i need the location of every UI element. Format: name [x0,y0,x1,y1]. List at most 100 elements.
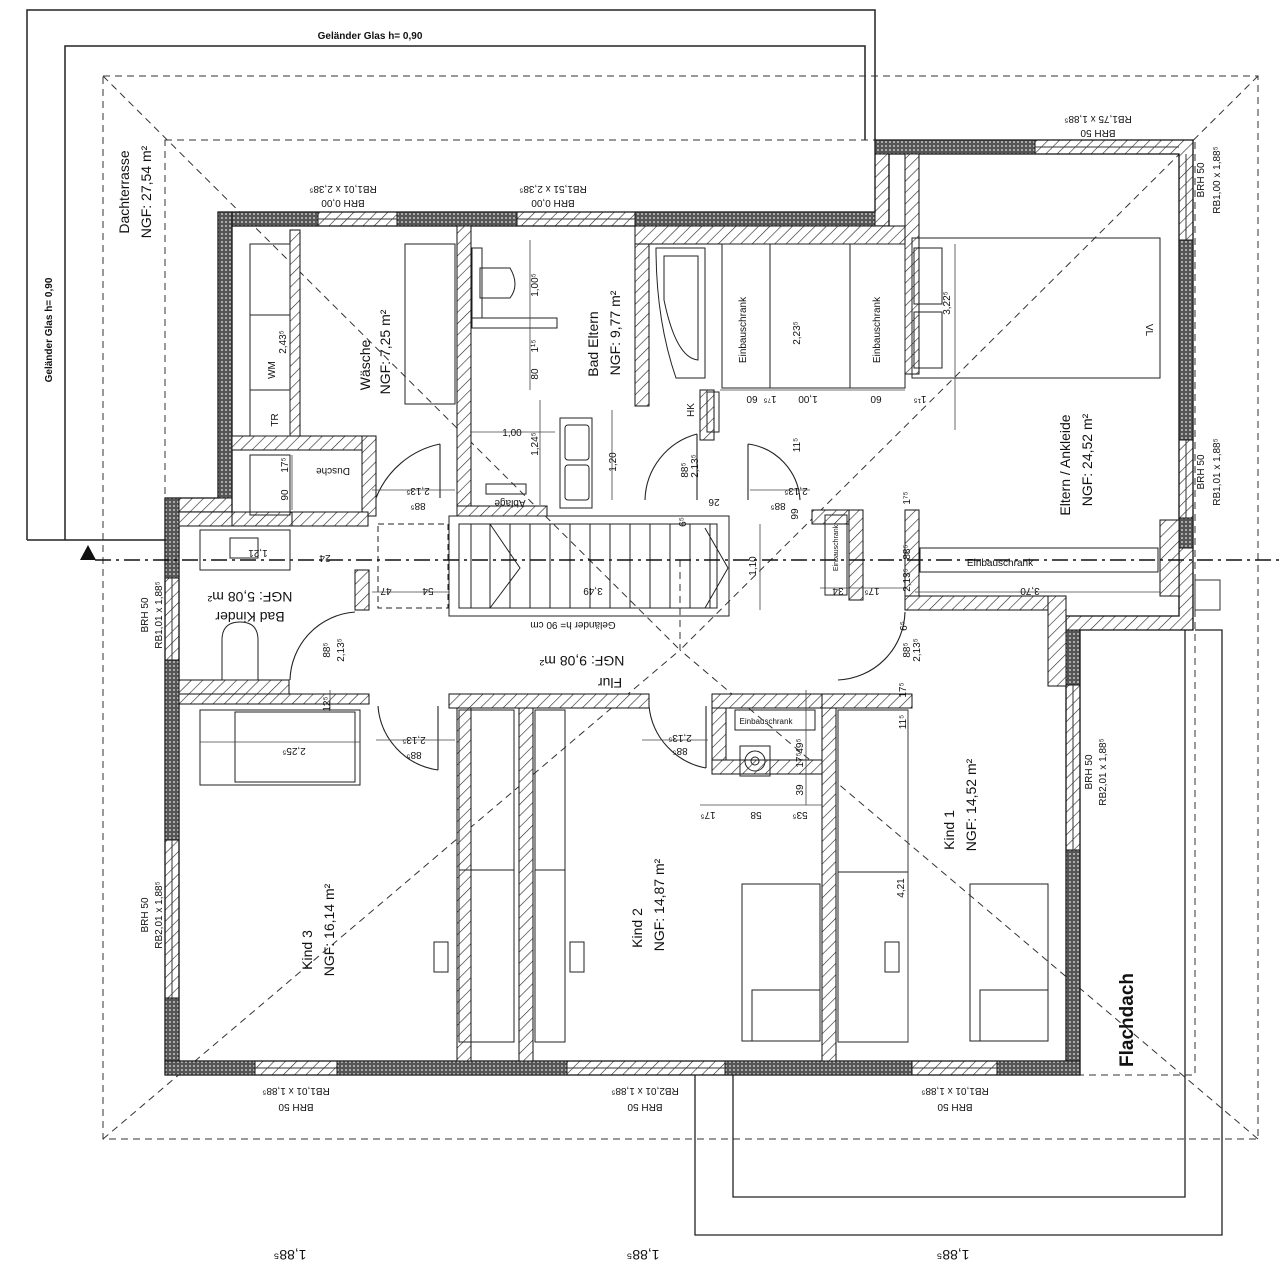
dim-49: 49⁵ [795,738,806,753]
dim-223: 2,23⁵ [792,321,803,345]
wardrobe-label-1: Einbauschrank [738,296,749,363]
dim-175b: 1⁷⁵ [902,491,913,504]
interior-walls [178,153,1180,1062]
dim-88d: 88⁵ [672,745,687,756]
dim-100a: 1,00⁵ [530,273,541,297]
dim-88e: 88⁵ [902,544,913,559]
wardrobe-kid-label: Einbauschrank [740,717,794,726]
dim-39: 39 [795,784,806,796]
dim-88h: 88⁵ [406,749,421,760]
dim-213h: 2,13⁵ [402,734,426,745]
dim-65b: 6⁵ [678,517,689,527]
window-brh: BRH 0,00 [531,197,575,208]
dim-115a: 1¹⁵ [530,339,541,352]
dim-225: 2,25⁵ [282,745,306,756]
dim-213b: 2,13⁵ [690,454,701,478]
window-label-w8: BRH 50 RB2,01 x 1,88⁵ [1084,738,1109,806]
dim-53: 53⁵ [792,809,807,820]
dim-213a: 2,13⁵ [406,485,430,496]
dim-175e: 17⁵ [898,682,909,697]
room-terrace: Dachterrasse NGF: 27,54 m² [116,145,154,238]
dim-213g: 2,13⁵ [912,638,923,662]
dim-88b: 88⁵ [680,462,691,477]
window-rb: RB1,51 x 2,38⁵ [519,183,587,194]
dim-bottom-2: 1,88⁵ [626,1247,659,1261]
dim-115d: 11⁵ [898,715,909,730]
room-area: NGF: 27,54 m² [138,145,154,238]
window-label-w5: BRH 50 RB1,01 x 1,88⁵ [1196,438,1223,506]
dim-175g: 17⁵ [700,809,715,820]
window-sills [164,139,1194,1076]
window-rb: RB2,01 x 1,88⁵ [1098,738,1109,806]
room-name: Bad Eltern [585,311,601,376]
room-name: Dachterrasse [116,150,132,233]
room-area: NGF: 24,52 m² [1079,413,1095,506]
room-hall: Flur NGF: 9,08 m² [539,653,624,691]
stair-railing-label: Geländer h= 90 cm [530,619,615,630]
dim-34: 34 [832,585,844,596]
wm-label: WM [267,361,278,379]
dim-bottom-1: 1,88⁵ [273,1247,306,1261]
window-label-w10: BRH 50 RB2,01 x 1,88⁵ [611,1085,679,1112]
room-parents: Eltern / Ankleide NGF: 24,52 m² [1057,413,1095,515]
window-brh: BRH 0,00 [321,197,365,208]
room-name: Flur [598,675,622,691]
terrace-railing [26,9,876,541]
dim-60a: 60 [746,393,758,404]
room-area: NGF: 9,77 m² [607,290,623,375]
window-label-w11: BRH 50 RB1,01 x 1,88⁵ [921,1085,989,1112]
tr-label: TR [270,413,281,426]
window-label-w4: BRH 50 RB1,00 x 1,88⁵ [1196,146,1223,214]
vl-label: VL [1143,324,1154,337]
dim-125: 12⁵ [322,696,333,711]
room-laundry: Wäsche NGF: 7,25 m² [357,309,393,394]
fixtures-drawing [199,237,1161,1043]
dim-24: 24 [319,552,331,563]
window-rb: RB2,01 x 1,88⁵ [611,1085,679,1096]
room-name: Kind 2 [629,908,645,948]
dim-100b: 1,00 [502,428,522,439]
dim-115b: 1¹⁵ [913,393,926,404]
shelf-label: Ablage [494,497,526,508]
wardrobe-small-label: Einbauschrank [833,524,840,571]
window-rb: RB1,01 x 1,88⁵ [154,581,165,649]
dim-58: 58 [750,809,762,820]
window-rb: RB2,01 x 1,88⁵ [154,881,165,949]
room-name: Wäsche [357,340,373,391]
room-area: NGF: 9,08 m² [539,653,624,669]
window-label-w7: BRH 50 RB2,01 x 1,88⁵ [140,881,165,949]
window-brh: BRH 50 [937,1101,972,1112]
room-area: NGF: 7,25 m² [377,309,393,394]
window-brh: BRH 50 [140,597,151,632]
bottom-dims: 1,88⁵ 1,88⁵ 1,88⁵ [273,1247,969,1261]
dim-124: 1,24⁵ [530,432,541,456]
dim-322: 3,22⁵ [942,291,953,315]
window-label-w1: BRH 0,00 RB1,01 x 2,38⁵ [309,183,377,208]
dim-213c: 2,13⁵ [784,485,808,496]
window-brh: BRH 50 [140,897,151,932]
window-rb: RB1,75 x 1,88⁵ [1064,113,1132,124]
window-rb: RB1,01 x 1,88⁵ [262,1085,330,1096]
shower-label: Dusche [316,465,350,476]
room-name: Kind 3 [299,930,315,970]
window-label-w3: BRH 50 RB1,75 x 1,88⁵ [1064,113,1132,138]
dim-213g2: 2,13⁵ [668,732,692,743]
room-bath-parents: Bad Eltern NGF: 9,77 m² [585,290,623,376]
dim-54: 54 [422,585,434,596]
dim-47: 47 [380,585,392,596]
window-glass [171,146,1187,1069]
dim-26: 26 [708,496,720,507]
dim-60b: 60 [870,393,882,404]
dim-421: 4,21 [896,878,907,898]
window-rb: RB1,01 x 1,88⁵ [1212,438,1223,506]
dim-213f: 2,13⁵ [336,638,347,662]
room-area: NGF: 14,87 m² [651,858,667,951]
room-area: NGF: 14,52 m² [963,758,979,851]
window-brh: BRH 50 [627,1101,662,1112]
railing-label-left: Geländer Glas h= 0,90 [44,277,55,382]
dim-90: 90 [280,489,291,501]
room-name: Eltern / Ankleide [1057,414,1073,515]
wardrobe-parents-label: Einbauschrank [967,558,1034,569]
